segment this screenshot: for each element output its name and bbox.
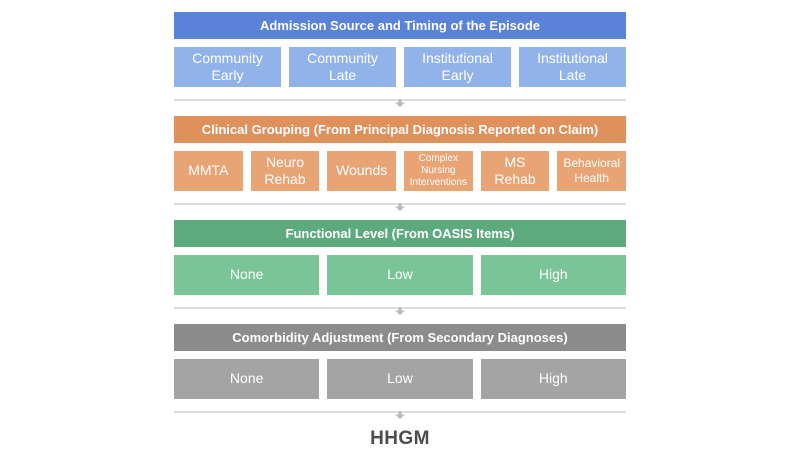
flow-divider-3 <box>174 307 626 315</box>
down-arrow-icon <box>395 99 405 107</box>
diagram-stack: Admission Source and Timing of the Episo… <box>174 0 627 450</box>
box-community-early: Community Early <box>174 47 281 87</box>
box-comorbidity-high: High <box>480 359 626 399</box>
flow-divider-2 <box>174 203 626 211</box>
clinical-grouping-row: MMTA Neuro Rehab Wounds Complex Nursing … <box>174 151 627 191</box>
section-comorbidity-adjustment: Comorbidity Adjustment (From Secondary D… <box>174 324 626 399</box>
functional-level-header: Functional Level (From OASIS Items) <box>174 220 626 247</box>
box-institutional-late: Institutional Late <box>519 47 626 87</box>
admission-source-row: Community Early Community Late Instituti… <box>174 47 626 87</box>
clinical-grouping-header: Clinical Grouping (From Principal Diagno… <box>174 116 626 143</box>
flow-divider-1 <box>174 99 626 107</box>
functional-level-row: None Low High <box>174 255 626 295</box>
box-behavioral-health: Behavioral Health <box>557 151 627 191</box>
comorbidity-adjustment-header: Comorbidity Adjustment (From Secondary D… <box>174 324 626 351</box>
admission-source-header: Admission Source and Timing of the Episo… <box>174 12 626 39</box>
comorbidity-adjustment-row: None Low High <box>174 359 626 399</box>
box-functional-none: None <box>174 255 320 295</box>
box-functional-low: Low <box>327 255 473 295</box>
box-comorbidity-none: None <box>174 359 320 399</box>
hhgm-result-label: HHGM <box>370 428 430 449</box>
box-community-late: Community Late <box>289 47 396 87</box>
box-comorbidity-low: Low <box>327 359 473 399</box>
box-complex-nursing-interventions: Complex Nursing Interventions <box>404 151 473 191</box>
section-functional-level: Functional Level (From OASIS Items) None… <box>174 220 626 295</box>
down-arrow-icon <box>395 411 405 419</box>
box-ms-rehab: MS Rehab <box>480 151 550 191</box>
down-arrow-icon <box>395 307 405 315</box>
box-institutional-early: Institutional Early <box>404 47 511 87</box>
flow-divider-4 <box>174 411 626 419</box>
section-admission-source: Admission Source and Timing of the Episo… <box>174 12 626 87</box>
box-wounds: Wounds <box>327 151 397 191</box>
section-clinical-grouping: Clinical Grouping (From Principal Diagno… <box>174 116 627 191</box>
box-neuro-rehab: Neuro Rehab <box>250 151 320 191</box>
box-functional-high: High <box>480 255 626 295</box>
down-arrow-icon <box>395 203 405 211</box>
box-mmta: MMTA <box>174 151 243 191</box>
